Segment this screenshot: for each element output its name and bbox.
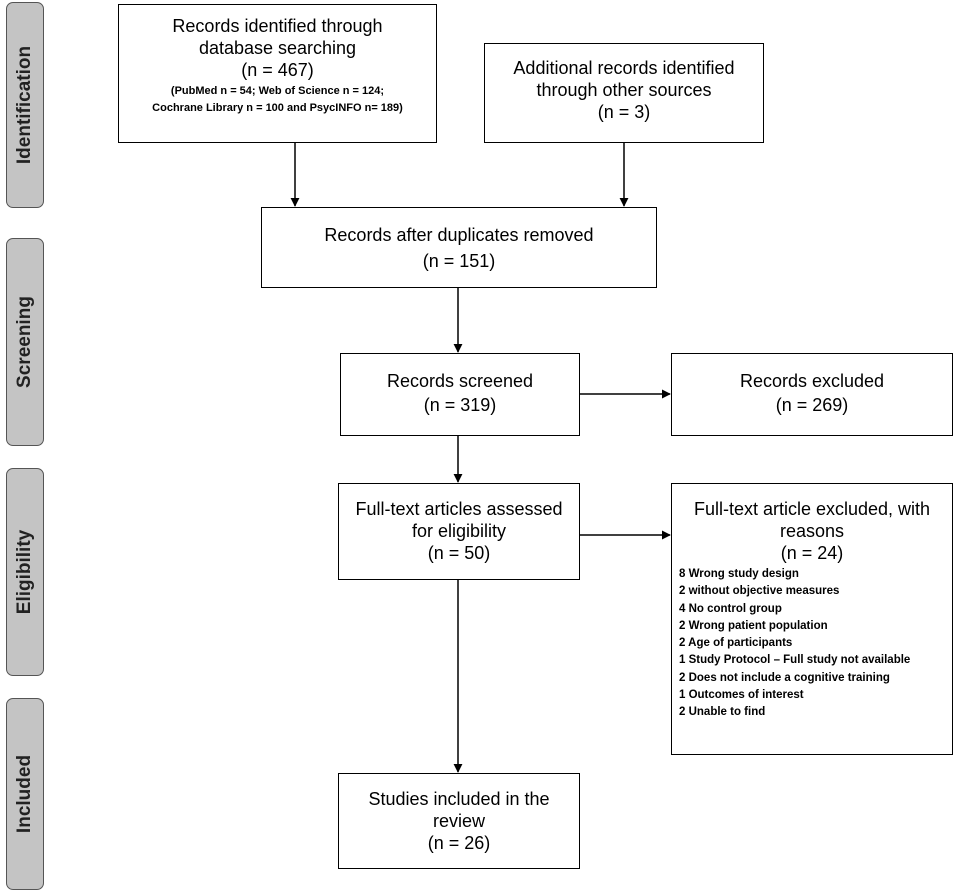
- box-text: database searching: [198, 38, 357, 58]
- phase-eligibility: Eligibility: [6, 468, 44, 676]
- box-fulltext-assessed: Full-text articles assessed for eligibil…: [338, 483, 580, 580]
- box-count: (n = 24): [780, 543, 844, 563]
- box-count: (n = 269): [775, 395, 849, 415]
- box-text: Additional records identified: [513, 58, 735, 78]
- phase-included: Included: [6, 698, 44, 890]
- box-count: (n = 319): [423, 395, 497, 415]
- box-database-records: Records identified through database sear…: [118, 4, 437, 143]
- box-text: Full-text articles assessed: [355, 499, 563, 519]
- box-text: Records excluded: [739, 371, 885, 391]
- box-detail: (PubMed n = 54; Web of Science n = 124;: [170, 85, 385, 97]
- box-after-duplicates: Records after duplicates removed (n = 15…: [261, 207, 657, 288]
- box-text: Records identified through: [172, 16, 383, 36]
- box-text: Full-text article excluded, with: [693, 499, 931, 519]
- box-count: (n = 3): [597, 102, 651, 122]
- exclusion-reason: 2 Wrong patient population: [679, 619, 828, 632]
- box-records-excluded: Records excluded (n = 269): [671, 353, 953, 436]
- box-studies-included: Studies included in the review (n = 26): [338, 773, 580, 869]
- box-text: through other sources: [536, 80, 712, 100]
- exclusion-reason: 1 Study Protocol – Full study not availa…: [679, 654, 911, 667]
- box-count: (n = 50): [427, 543, 491, 563]
- exclusion-reason: 4 No control group: [679, 602, 782, 615]
- exclusion-reason: 2 Does not include a cognitive training: [679, 671, 890, 684]
- exclusion-reason: 8 Wrong study design: [679, 568, 799, 580]
- exclusion-reason: 2 Unable to find: [679, 706, 766, 719]
- box-text: reasons: [779, 521, 845, 541]
- exclusion-reason: 2 Age of participants: [679, 637, 793, 650]
- exclusion-reasons-list: 8 Wrong study design 2 without objective…: [672, 566, 952, 722]
- phase-identification: Identification: [6, 2, 44, 208]
- box-count: (n = 151): [422, 251, 496, 271]
- box-other-sources: Additional records identified through ot…: [484, 43, 764, 143]
- box-count: (n = 26): [427, 833, 491, 853]
- box-text: for eligibility: [411, 521, 507, 541]
- box-text: Studies included in the: [368, 789, 550, 809]
- box-fulltext-excluded: Full-text article excluded, with reasons…: [671, 483, 953, 755]
- exclusion-reason: 1 Outcomes of interest: [679, 689, 804, 702]
- box-count: (n = 467): [241, 60, 314, 80]
- box-records-screened: Records screened (n = 319): [340, 353, 580, 436]
- box-text: Records after duplicates removed: [324, 225, 594, 245]
- exclusion-reason: 2 without objective measures: [679, 585, 840, 598]
- box-detail: Cochrane Library n = 100 and PsycINFO n=…: [152, 102, 403, 114]
- phase-screening: Screening: [6, 238, 44, 446]
- box-text: review: [432, 811, 485, 831]
- box-text: Records screened: [386, 371, 534, 391]
